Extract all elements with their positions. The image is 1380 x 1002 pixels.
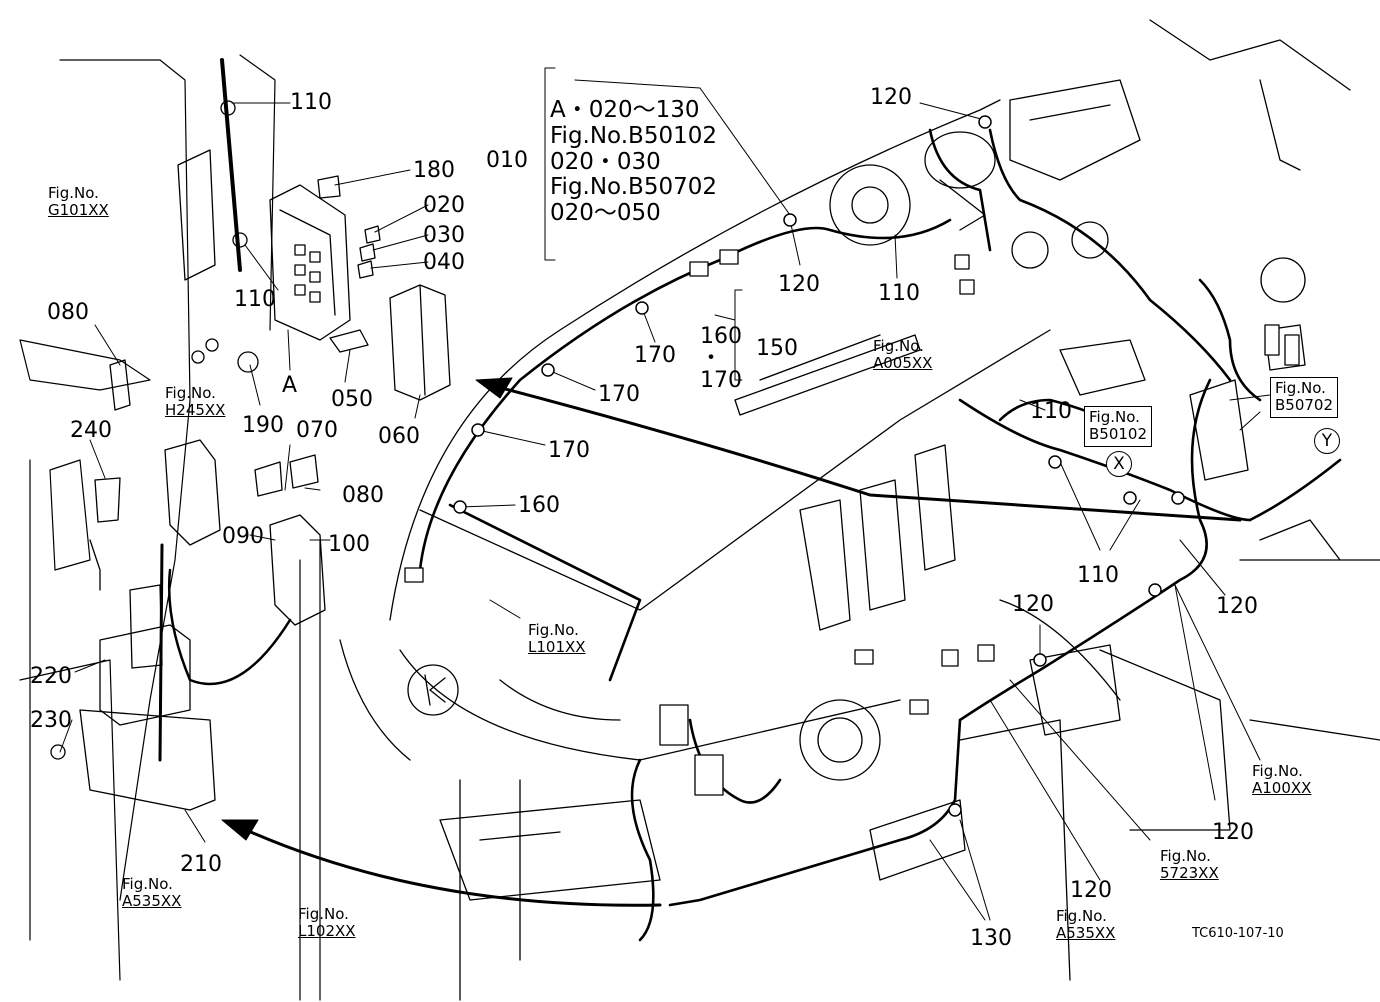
cab-frame-outline [19,54,321,1001]
group-note-160: 160 [700,324,742,349]
figref-label: Fig.No. [528,621,579,639]
figref-code: A005XX [873,354,933,373]
figref-label: Fig.No. [48,184,99,202]
drawing-code: TC610-107-10 [1192,926,1284,941]
figref-code: 5723XX [1160,864,1219,883]
callout-040: 040 [423,250,465,275]
callout-120-harness: 120 [778,272,820,297]
figref-5723xx[interactable]: Fig.No. 5723XX [1160,847,1219,883]
figref-label: Fig.No. [873,337,924,355]
callout-080-left: 080 [47,300,89,325]
figref-label: Fig.No. [1252,762,1303,780]
figref-label: Fig.No. [122,875,173,893]
callout-110-bottom: 110 [1077,563,1119,588]
hood-outline [339,99,1051,1001]
figref-code: B50102 [1089,425,1148,444]
figref-code: L102XX [298,922,356,941]
callout-100: 100 [328,532,370,557]
callout-110-top: 110 [290,90,332,115]
bracket-note-line5: 020～050 [550,200,661,226]
callout-a: A [282,373,298,398]
marker-x: X [1106,451,1132,477]
fuse-box-assembly [109,58,451,411]
battery-bracket-parts [50,439,326,811]
callout-120-mid: 120 [1012,592,1054,617]
figref-code: A535XX [1056,924,1116,943]
figref-a100xx[interactable]: Fig.No. A100XX [1252,762,1312,798]
callout-090: 090 [222,524,264,549]
callout-170-b: 170 [634,343,676,368]
figref-code: A100XX [1252,779,1312,798]
bracket-note-line4: Fig.No.B50702 [550,174,717,201]
callout-030: 030 [423,223,465,248]
bracket-note-line3: 020・030 [550,148,661,175]
figref-g101xx[interactable]: Fig.No. G101XX [48,184,109,220]
callout-120-bottom: 120 [1070,878,1112,903]
callout-120-right: 120 [1216,594,1258,619]
marker-y: Y [1314,428,1340,454]
figref-code: G101XX [48,201,109,220]
callout-180: 180 [413,158,455,183]
figref-label: Fig.No. [1056,907,1107,925]
figref-code: L101XX [528,638,586,657]
main-harness-wires [418,128,1342,942]
bracket-note-line1: A・020～130 [550,97,700,123]
figref-l102xx[interactable]: Fig.No. L102XX [298,905,356,941]
callout-170-d: 170 [548,438,590,463]
group-note-dot: ・ [700,346,723,371]
figref-label: Fig.No. [298,905,349,923]
callout-110-right: 110 [1030,399,1072,424]
bracket-note-010: A・020～130 Fig.No.B50102 020・030 Fig.No.B… [550,97,717,227]
clamps [453,115,1185,817]
callout-070: 070 [296,418,338,443]
figref-code: B50702 [1275,396,1334,415]
group-note-170: 170 [700,368,742,393]
callout-220: 220 [30,664,72,689]
callout-110-mid: 110 [878,281,920,306]
figref-label: Fig.No. [1089,408,1140,426]
figref-h245xx[interactable]: Fig.No. H245XX [165,384,226,420]
callout-240: 240 [70,418,112,443]
figref-label: Fig.No. [165,384,216,402]
harness-connectors [404,249,1300,796]
figref-code: A535XX [122,892,182,911]
callout-010: 010 [486,148,528,173]
group-note-160-170: 160 ・ 170 [700,326,742,392]
callout-020: 020 [423,193,465,218]
callout-130: 130 [970,926,1012,951]
callout-050: 050 [331,387,373,412]
callout-210: 210 [180,852,222,877]
callout-120-lower: 120 [1212,820,1254,845]
leader-lines [59,67,1271,921]
figref-l101xx[interactable]: Fig.No. L101XX [528,621,586,657]
callout-170-c: 170 [598,382,640,407]
callout-080-mid: 080 [342,483,384,508]
figref-code: H245XX [165,401,226,420]
figref-b50702[interactable]: Fig.No. B50702 [1270,377,1339,418]
reference-arrows [221,377,1242,907]
callout-120-top: 120 [870,85,912,110]
callout-110-fuse: 110 [234,287,276,312]
figref-a535xx-left[interactable]: Fig.No. A535XX [122,875,182,911]
engine-components [799,19,1380,981]
callout-160-b: 160 [518,493,560,518]
callout-190: 190 [242,413,284,438]
figref-b50102[interactable]: Fig.No. B50102 [1084,406,1153,447]
callout-060: 060 [378,424,420,449]
callout-150: 150 [756,336,798,361]
figref-label: Fig.No. [1275,379,1326,397]
figref-label: Fig.No. [1160,847,1211,865]
figref-a535xx-right[interactable]: Fig.No. A535XX [1056,907,1116,943]
bracket-note-line2: Fig.No.B50102 [550,122,717,149]
figref-a005xx[interactable]: Fig.No. A005XX [873,337,933,373]
callout-230: 230 [30,708,72,733]
